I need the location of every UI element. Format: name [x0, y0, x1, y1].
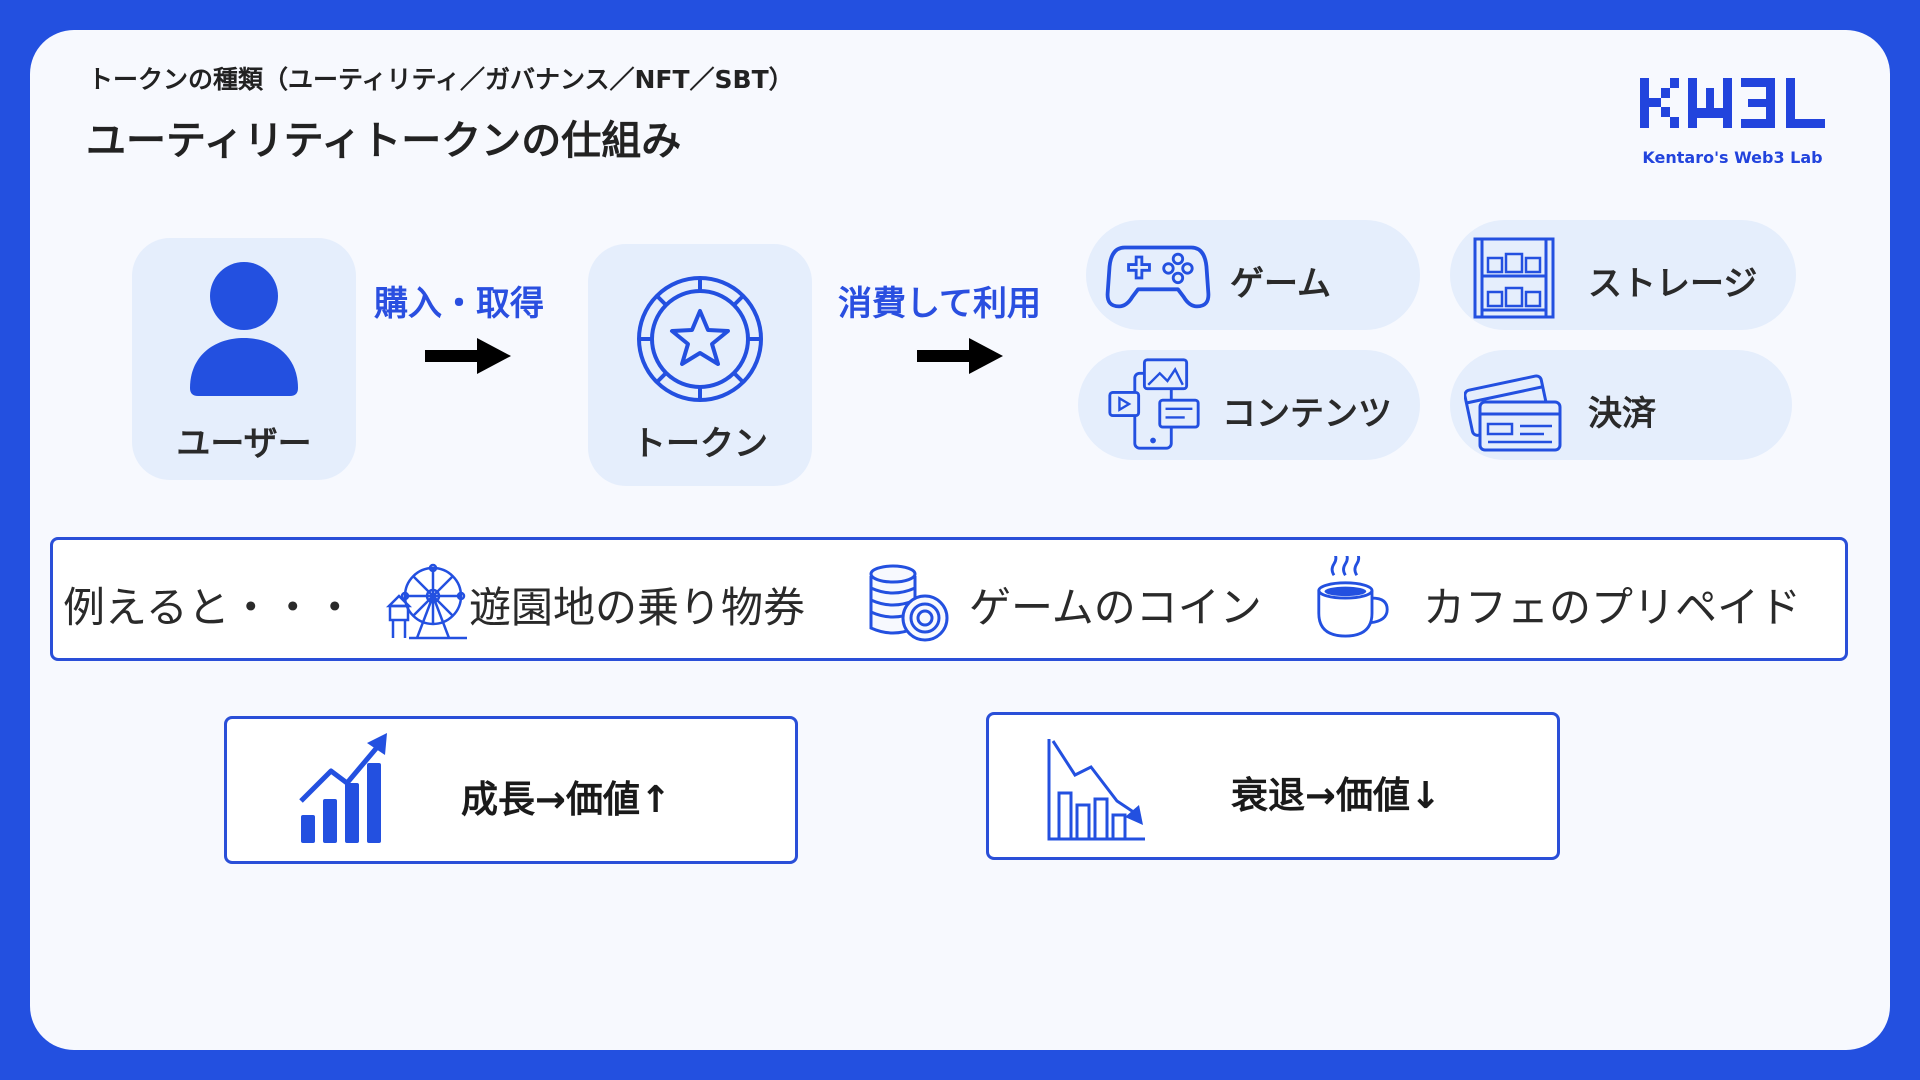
example-game-coin: ゲームのコイン	[969, 583, 1262, 632]
gamepad-icon	[1105, 245, 1211, 309]
user-icon	[190, 262, 298, 396]
media-content-icon	[1108, 358, 1200, 450]
slide-title: ユーティリティトークンの仕組み	[86, 118, 682, 164]
use-game: ゲーム	[1086, 220, 1420, 330]
consume-step-label: 消費して利用	[838, 284, 1041, 324]
decline-label: 衰退→価値↓	[1231, 774, 1442, 817]
example-cafe-prepaid: カフェのプリペイド	[1423, 583, 1802, 632]
use-payment: 決済	[1450, 350, 1792, 460]
right-arrow-icon	[425, 338, 511, 374]
use-game-label: ゲーム	[1230, 264, 1331, 304]
credit-card-icon	[1464, 374, 1562, 452]
token-coin-icon	[637, 276, 763, 402]
coffee-cup-icon	[1317, 556, 1389, 638]
token-label: トークン	[632, 424, 768, 464]
use-content: コンテンツ	[1078, 350, 1420, 460]
growth-box: 成長→価値↑	[224, 716, 798, 864]
kw3l-logo	[1640, 78, 1825, 128]
example-ride-ticket: 遊園地の乗り物券	[469, 583, 806, 632]
use-payment-label: 決済	[1588, 394, 1656, 434]
logo-tagline: Kentaro's Web3 Lab	[1642, 148, 1823, 167]
use-storage: ストレージ	[1450, 220, 1796, 330]
growth-label: 成長→価値↑	[461, 778, 672, 821]
purchase-step-label: 購入・取得	[374, 284, 544, 324]
use-content-label: コンテンツ	[1222, 394, 1392, 434]
ferris-wheel-icon	[385, 563, 467, 640]
coin-stack-icon	[869, 564, 949, 642]
decline-box: 衰退→価値↓	[986, 712, 1560, 860]
storage-rack-icon	[1473, 237, 1555, 319]
right-arrow-icon	[917, 338, 1003, 374]
user-label: ユーザー	[176, 424, 312, 464]
examples-panel: 例えると・・・ 遊園地の乗り物券	[50, 537, 1848, 661]
examples-lead: 例えると・・・	[63, 583, 356, 632]
slide-subtitle: トークンの種類（ユーティリティ／ガバナンス／NFT／SBT）	[88, 65, 794, 94]
growth-chart-icon	[299, 733, 387, 843]
decline-chart-icon	[1047, 739, 1145, 841]
user-node: ユーザー	[132, 238, 356, 480]
token-node: トークン	[588, 244, 812, 486]
use-storage-label: ストレージ	[1588, 264, 1758, 304]
